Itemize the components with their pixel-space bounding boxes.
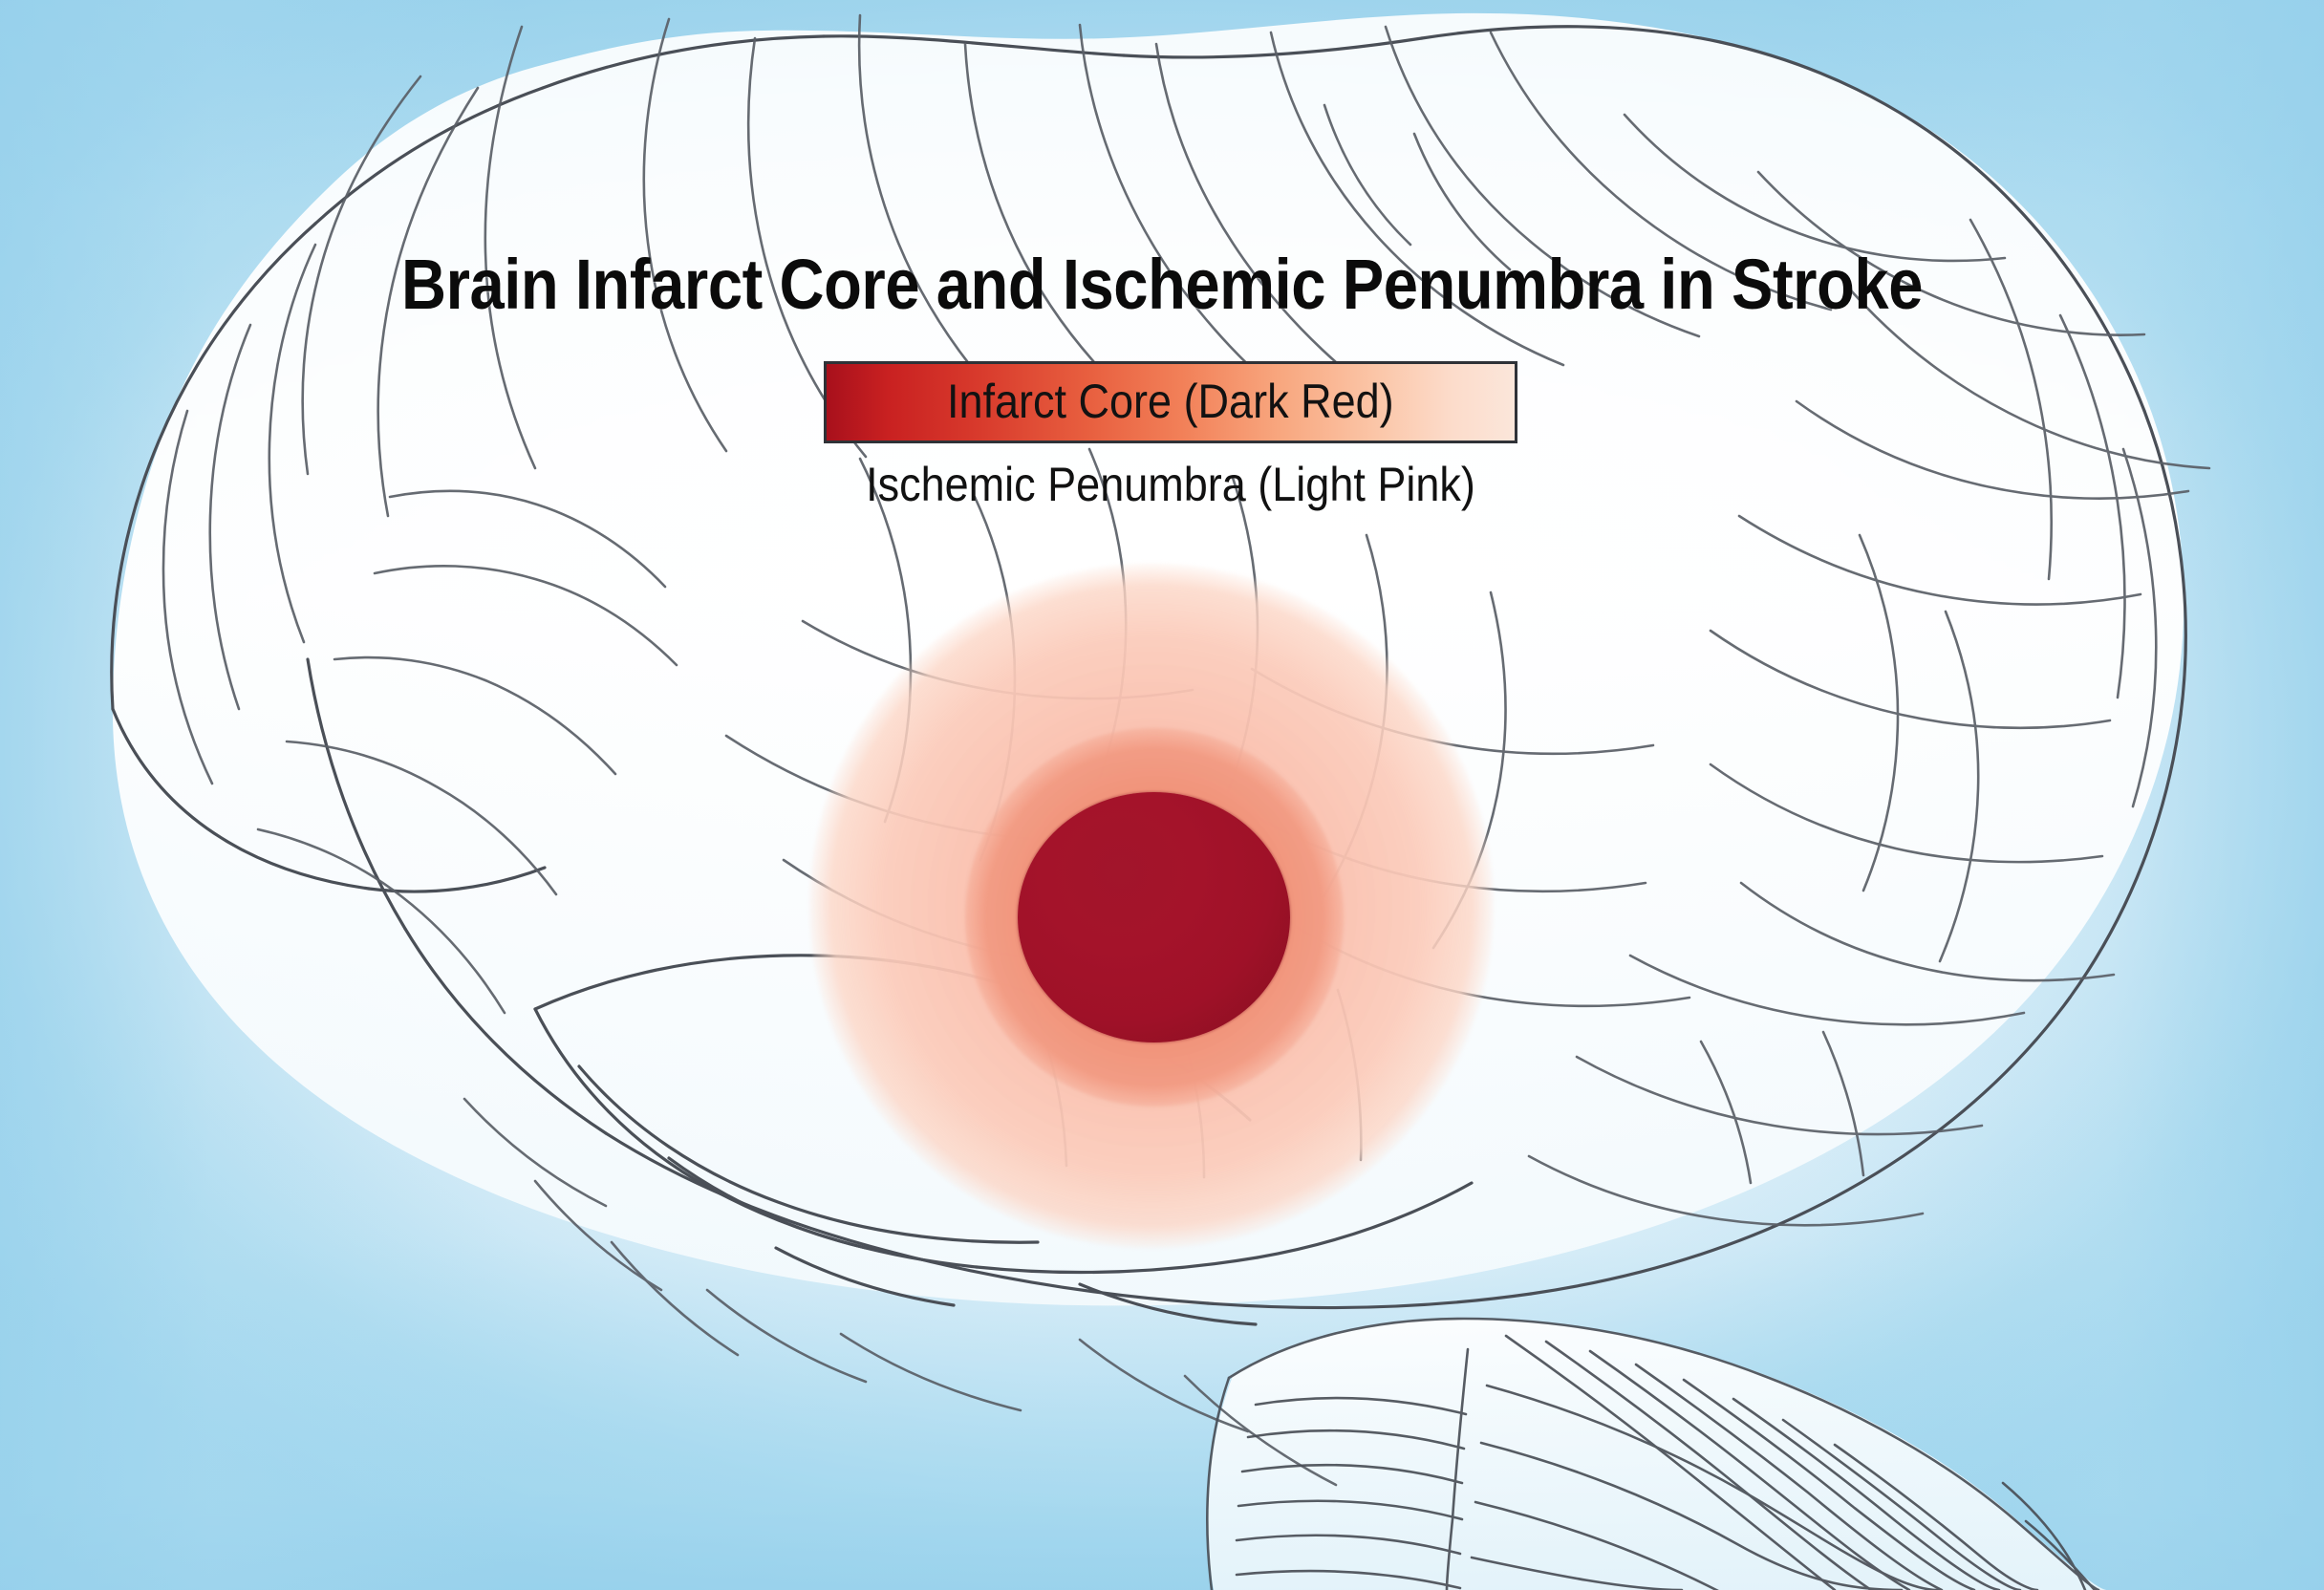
legend-infarct-core-label: Infarct Core (Dark Red) (947, 375, 1394, 428)
cerebellum-striations (1206, 1317, 2100, 1590)
cerebellum-body (1207, 1318, 2107, 1590)
brain-outline (110, 25, 2187, 1326)
figure-title: Brain Infarct Core and Ischemic Penumbra… (400, 245, 1923, 324)
legend-gradient-bar: Infarct Core (Dark Red) (824, 361, 1517, 443)
legend-penumbra-label: Ischemic Penumbra (Light Pink) (866, 458, 1475, 511)
infarct-core-region (1018, 792, 1290, 1042)
